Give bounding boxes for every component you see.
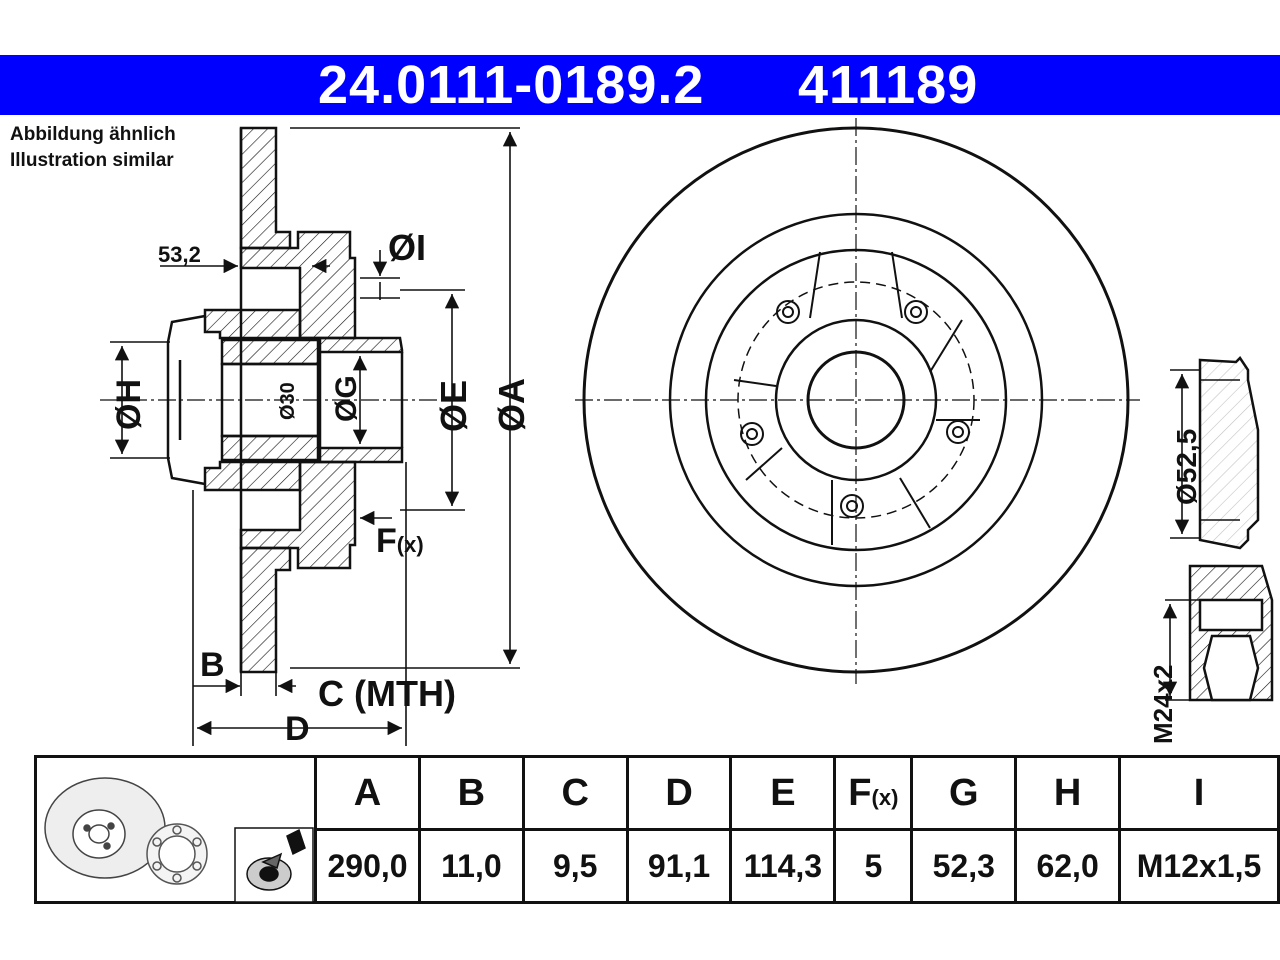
header-banner: 24.0111-0189.2 411189 <box>0 55 1280 115</box>
dia-52-5-label: Ø52,5 <box>1171 429 1202 505</box>
spec-value-e: 114,3 <box>729 828 837 904</box>
spec-header-e: E <box>729 755 837 831</box>
section-dimensions <box>110 127 520 746</box>
dust-cap-view <box>1170 356 1260 550</box>
spec-value-i: M12x1,5 <box>1118 828 1280 904</box>
spec-value-a: 290,0 <box>314 828 421 904</box>
grease-spray-icon <box>234 827 314 903</box>
spec-value-h: 62,0 <box>1014 828 1122 904</box>
technical-drawing: 53,2 ØI ØH Ø30 ØG ØE ØA F(x) B C (MTH) D <box>100 118 1274 748</box>
dia-g-label: ØG <box>330 375 363 422</box>
illustration-note: Abbildung ähnlich Illustration similar <box>10 122 176 174</box>
bearing-roller-bottom <box>220 434 320 462</box>
part-number: 24.0111-0189.2 <box>318 55 705 115</box>
f-label: F(x) <box>376 522 424 560</box>
product-icons <box>44 777 314 903</box>
spec-header-g: G <box>910 755 1018 831</box>
spec-header-a: A <box>314 755 421 831</box>
spec-table: A B C D E F(x) G H I 290,0 11,0 9,5 91,1… <box>33 755 1280 904</box>
bearing-icon <box>146 823 208 885</box>
spec-header-c: C <box>521 755 629 831</box>
front-view <box>575 118 1140 684</box>
bolt-holes <box>740 300 970 518</box>
hub-ribs <box>733 251 980 545</box>
spec-value-b: 11,0 <box>417 828 525 904</box>
d-label: D <box>285 710 310 748</box>
dia-30-label: Ø30 <box>277 382 299 420</box>
brake-disc-icon <box>44 777 166 879</box>
note-line-de: Abbildung ähnlich <box>10 124 176 145</box>
spec-header-b: B <box>417 755 525 831</box>
disc-ring-section <box>239 126 292 250</box>
spec-header-i: I <box>1118 755 1280 831</box>
spec-value-c: 9,5 <box>521 828 629 904</box>
disc-ring-section-lower <box>239 546 292 674</box>
product-icons-cell <box>33 755 318 904</box>
spec-value-d: 91,1 <box>625 828 733 904</box>
spec-header-d: D <box>625 755 733 831</box>
dia-h-label: ØH <box>110 379 148 430</box>
hub-nut-view <box>1162 564 1274 702</box>
bearing-roller-top <box>220 338 320 366</box>
hub-body-upper <box>203 308 404 354</box>
dim-53-2-label: 53,2 <box>158 242 201 267</box>
spec-value-row: 290,0 11,0 9,5 91,1 114,3 5 52,3 62,0 M1… <box>36 828 1280 904</box>
secondary-number: 411189 <box>798 55 979 115</box>
c-mth-label: C (MTH) <box>318 673 456 714</box>
spec-header-h: H <box>1014 755 1122 831</box>
cross-section-view <box>166 126 404 674</box>
spec-value-f: 5 <box>833 828 914 904</box>
note-line-en: Illustration similar <box>10 150 174 171</box>
spec-value-g: 52,3 <box>910 828 1018 904</box>
dia-a-label: ØA <box>491 378 532 432</box>
dia-i-label: ØI <box>388 227 426 268</box>
spec-header-row: A B C D E F(x) G H I <box>33 755 1280 904</box>
b-label: B <box>200 646 225 684</box>
spec-header-f: F(x) <box>833 755 914 831</box>
hub-flange-upper <box>239 230 357 340</box>
m24x2-label: M24x2 <box>1148 665 1178 745</box>
dia-e-label: ØE <box>433 380 474 432</box>
